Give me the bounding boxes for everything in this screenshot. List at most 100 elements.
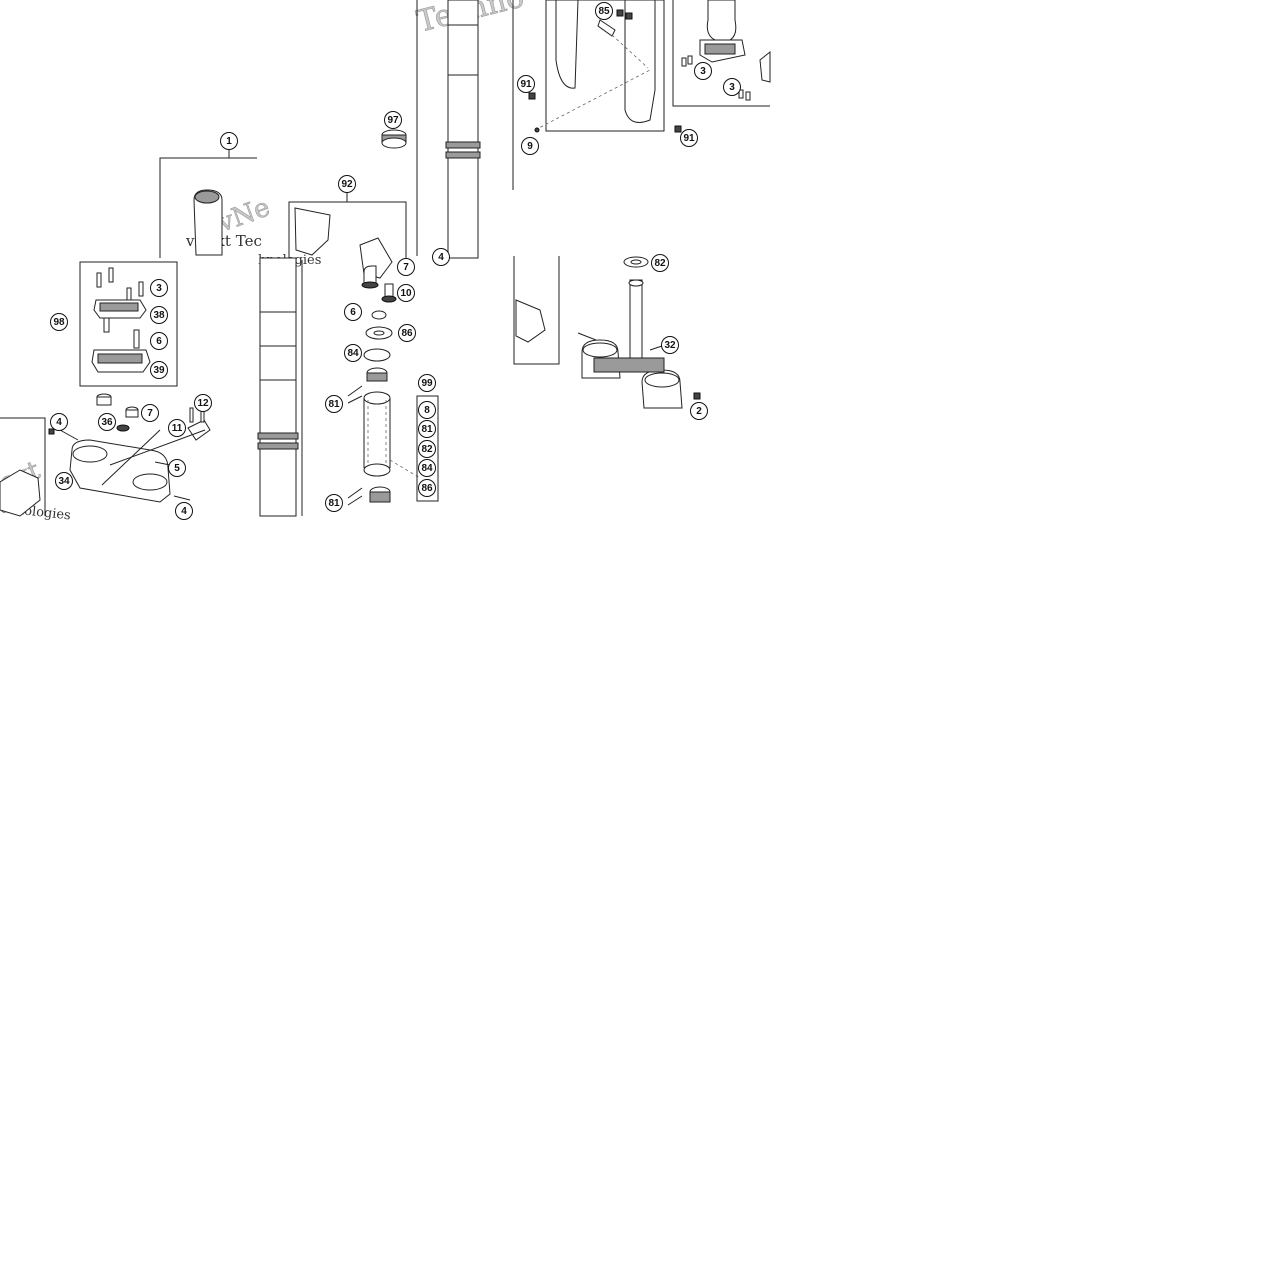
callout-91: 91 (517, 75, 535, 93)
callout-circle (680, 129, 698, 147)
callout-32: 32 (661, 336, 679, 354)
callout-label: 91 (683, 133, 695, 144)
callout-label: 8 (424, 405, 430, 416)
callout-circle (651, 254, 669, 272)
callout-circle (50, 413, 68, 431)
steering-bearing-stack (347, 265, 439, 506)
callout-circle (325, 494, 343, 512)
callout-circle (168, 419, 186, 437)
callout-label: 9 (527, 141, 533, 152)
callout-label: 81 (421, 424, 433, 435)
callout-label: 91 (520, 79, 532, 90)
callout-label: 99 (421, 378, 433, 389)
callout-label: 7 (403, 262, 409, 273)
callout-82: 82 (651, 254, 669, 272)
callout-label: 4 (438, 252, 444, 263)
callout-86: 86 (418, 479, 436, 497)
callout-label: 1 (226, 136, 232, 147)
callout-circle (517, 75, 535, 93)
callout-circle (168, 459, 186, 477)
callout-10: 10 (397, 284, 415, 302)
callout-circle (150, 361, 168, 379)
upper-triple-clamp (0, 393, 211, 517)
callout-label: 7 (147, 408, 153, 419)
callout-9: 9 (521, 137, 539, 155)
callout-label: 86 (421, 483, 433, 494)
callout-label: 86 (401, 328, 413, 339)
callout-85: 85 (595, 2, 613, 20)
upper-fork-leg (416, 0, 514, 259)
callout-label: 4 (56, 417, 62, 428)
callout-39: 39 (150, 361, 168, 379)
callout-1: 1 (220, 132, 238, 150)
callout-81: 81 (325, 494, 343, 512)
callout-81: 81 (418, 420, 436, 438)
callout-36: 36 (98, 413, 116, 431)
callout-label: 5 (174, 463, 180, 474)
callout-label: 81 (328, 399, 340, 410)
callout-circle (220, 132, 238, 150)
callout-circle (723, 78, 741, 96)
callout-84: 84 (418, 459, 436, 477)
fasteners-top (528, 92, 682, 133)
callout-label: 38 (153, 310, 165, 321)
callout-circle (344, 303, 362, 321)
box-98-frame (79, 261, 178, 387)
callout-label: 12 (197, 398, 209, 409)
callout-label: 84 (347, 348, 359, 359)
callouts: 8591991339719274823386399810686843299881… (50, 2, 741, 520)
callout-circle (418, 420, 436, 438)
box-1-frame (159, 147, 257, 258)
callout-label: 82 (654, 258, 666, 269)
callout-circle (141, 404, 159, 422)
callout-label: 6 (350, 307, 356, 318)
callout-12: 12 (194, 394, 212, 412)
callout-label: 4 (181, 506, 187, 517)
callout-circle (384, 111, 402, 129)
callout-label: 84 (421, 463, 433, 474)
callout-circle (338, 175, 356, 193)
callout-11: 11 (168, 419, 186, 437)
lower-triple-clamp (513, 256, 701, 409)
callout-4: 4 (175, 502, 193, 520)
callout-circle (418, 374, 436, 392)
callout-circle (690, 402, 708, 420)
callout-4: 4 (432, 248, 450, 266)
callout-98: 98 (50, 313, 68, 331)
callout-3: 3 (723, 78, 741, 96)
callout-circle (595, 2, 613, 20)
callout-circle (344, 344, 362, 362)
top-right-parts-box (672, 0, 771, 107)
callout-circle (175, 502, 193, 520)
callout-6: 6 (344, 303, 362, 321)
callout-84: 84 (344, 344, 362, 362)
callout-38: 38 (150, 306, 168, 324)
callout-3: 3 (150, 279, 168, 297)
callout-label: 3 (156, 283, 162, 294)
callout-circle (694, 62, 712, 80)
fork-inner-tube (257, 257, 303, 517)
callout-circle (521, 137, 539, 155)
callout-circle (150, 332, 168, 350)
callout-circle (150, 279, 168, 297)
callout-circle (55, 472, 73, 490)
callout-4: 4 (50, 413, 68, 431)
callout-circle (98, 413, 116, 431)
callout-7: 7 (141, 404, 159, 422)
callout-circle (397, 284, 415, 302)
callout-circle (661, 336, 679, 354)
callout-label: 34 (58, 476, 70, 487)
callout-7: 7 (397, 258, 415, 276)
callout-circle (398, 324, 416, 342)
callout-label: 81 (328, 498, 340, 509)
callout-label: 32 (664, 340, 676, 351)
callout-label: 3 (700, 66, 706, 77)
callout-circle (325, 395, 343, 413)
callout-8: 8 (418, 401, 436, 419)
callout-label: 98 (53, 317, 65, 328)
callout-label: 92 (341, 179, 353, 190)
callout-circle (50, 313, 68, 331)
callout-97: 97 (384, 111, 402, 129)
callout-circle (150, 306, 168, 324)
